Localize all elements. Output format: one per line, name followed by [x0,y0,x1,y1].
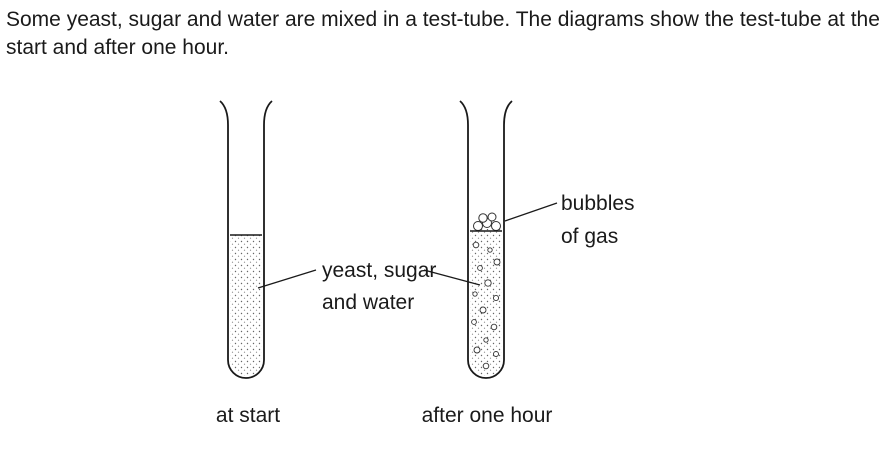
label-bubbles-line1: bubbles [561,192,635,215]
label-bubbles-line2: of gas [561,225,618,248]
test-tube-start [219,100,273,379]
label-at-start: at start [216,404,280,427]
label-after-one-hour: after one hour [422,404,553,427]
label-contents-line1: yeast, sugar [322,259,436,282]
question-text: Some yeast, sugar and water are mixed in… [6,8,880,59]
contents-leader-start [257,269,317,289]
label-contents-line2: and water [322,291,414,314]
bubbles-leader [504,202,558,222]
test-tube-after [459,100,513,379]
contents-leader-after [423,269,481,286]
gas-bubbles [473,212,501,231]
